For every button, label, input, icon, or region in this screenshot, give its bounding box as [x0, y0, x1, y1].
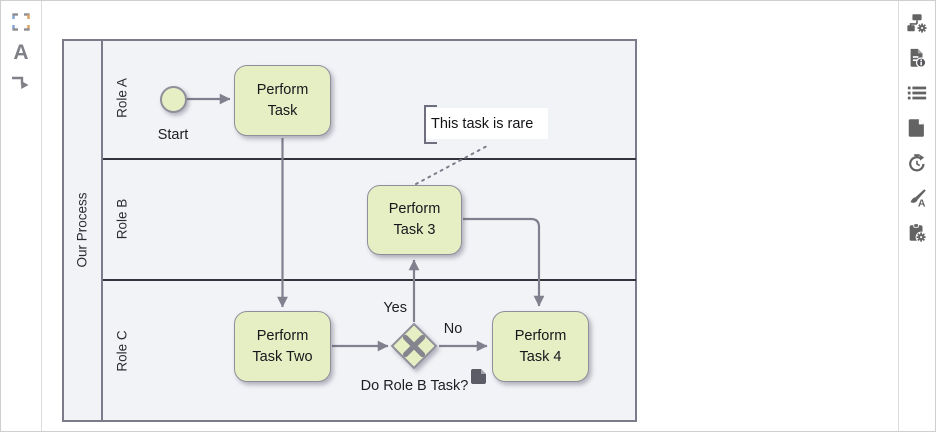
task-label: Perform Task Two — [252, 327, 313, 365]
lane-label-role-b: Role B — [114, 198, 130, 240]
connector-tool-icon[interactable] — [9, 72, 33, 96]
text-style-icon[interactable]: A — [905, 186, 929, 210]
start-event[interactable] — [160, 86, 187, 113]
start-event-label: Start — [157, 127, 189, 143]
flow-label-yes: Yes — [383, 300, 407, 316]
text-annotation[interactable]: This task is rare — [426, 108, 548, 139]
task-perform-task[interactable]: Perform Task — [234, 65, 331, 136]
gateway-x-mark — [402, 334, 426, 358]
right-toolbar: A — [899, 1, 935, 431]
fit-view-icon[interactable] — [9, 10, 33, 34]
clipboard-settings-icon[interactable] — [905, 221, 929, 245]
task-label: Perform Task 4 — [514, 327, 567, 365]
annotation-bracket — [424, 105, 437, 144]
text-tool-icon[interactable]: A — [9, 41, 33, 65]
left-toolbar-separator — [41, 1, 42, 431]
flow-label-no: No — [443, 321, 463, 337]
task-perform-task-3[interactable]: Perform Task 3 — [367, 185, 462, 255]
document-info-icon[interactable] — [905, 46, 929, 70]
annotation-text: This task is rare — [431, 115, 534, 132]
task-perform-task-4[interactable]: Perform Task 4 — [492, 311, 589, 382]
lane-divider-2 — [103, 279, 636, 281]
gateway-exclusive[interactable] — [390, 322, 438, 370]
lane-label-role-a: Role A — [114, 78, 130, 118]
diagram-settings-icon[interactable] — [905, 11, 929, 35]
text-tool-letter: A — [13, 41, 29, 64]
task-label: Perform Task — [256, 81, 309, 119]
document-badge-icon — [471, 369, 488, 389]
lane-label-role-c: Role C — [114, 330, 130, 372]
pool-label: Our Process — [74, 192, 90, 268]
left-toolbar: A — [1, 1, 41, 431]
gateway-label: Do Role B Task? — [360, 378, 469, 394]
pool-header[interactable] — [64, 41, 103, 420]
right-toolbar-separator — [898, 1, 899, 431]
task-perform-task-two[interactable]: Perform Task Two — [234, 311, 331, 382]
style-icon-letter: A — [918, 197, 926, 209]
list-icon[interactable] — [905, 81, 929, 105]
flow-task3-to-task4[interactable] — [463, 217, 545, 307]
lane-divider-1 — [103, 158, 636, 160]
page-icon[interactable] — [905, 116, 929, 140]
task-label: Perform Task 3 — [388, 201, 441, 238]
history-icon[interactable] — [905, 151, 929, 175]
